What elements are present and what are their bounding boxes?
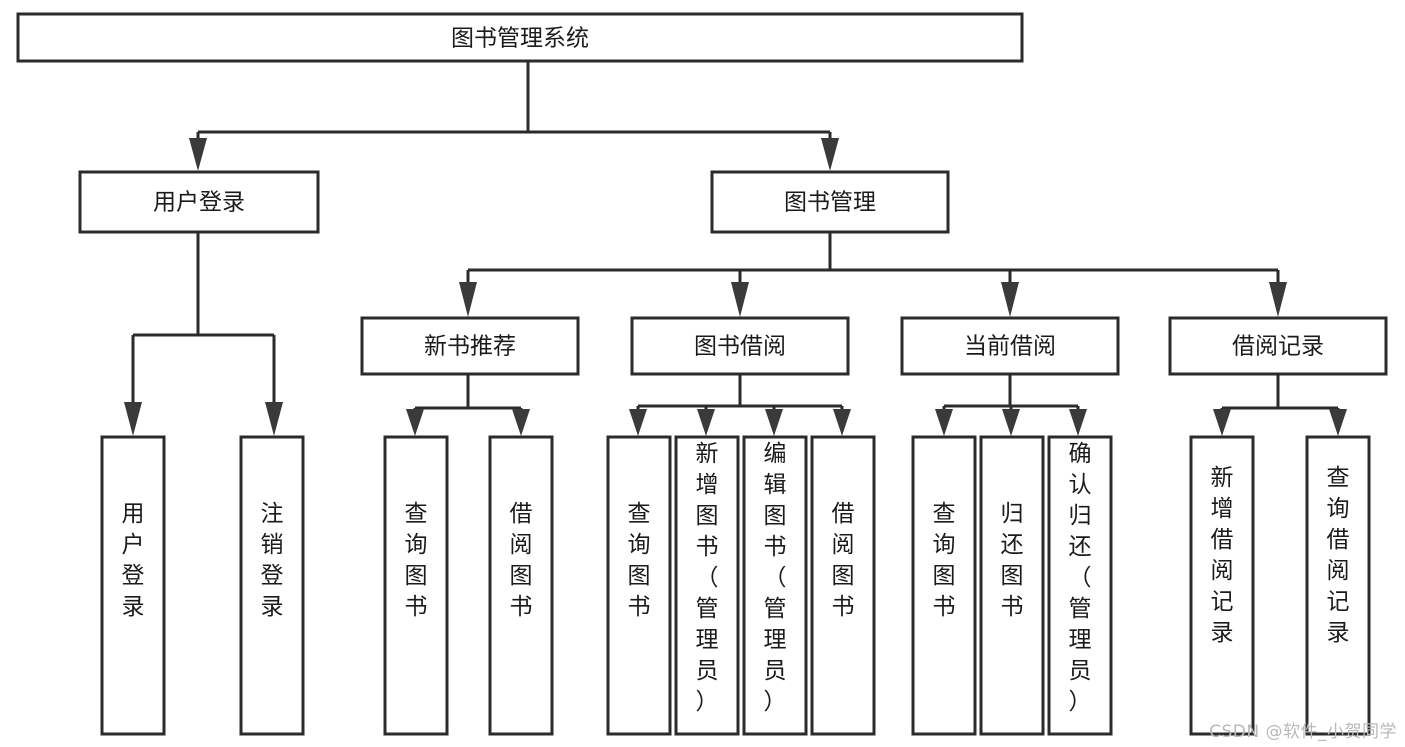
arrow-to-user-login (189, 138, 207, 171)
arrow-to-leaf-query-record (1329, 409, 1347, 436)
node-leaf-query-book-2[interactable]: 查询图书 (606, 435, 672, 736)
node-current-borrow[interactable]: 当前借阅 (900, 316, 1120, 376)
node-leaf-query-book-1-label: 查询图书 (405, 501, 428, 620)
node-leaf-return-book-label: 归还图书 (1001, 501, 1024, 620)
node-leaf-query-book-2-box[interactable] (606, 435, 672, 736)
node-new-book-recommend-box[interactable] (360, 316, 580, 376)
watermark-text: CSDN @软件_小贺同学 (1209, 722, 1397, 742)
node-leaf-logout-login-box[interactable] (239, 435, 305, 736)
node-leaf-confirm-return[interactable]: 确认归还（管理员） (1047, 435, 1113, 736)
node-leaf-query-book-1[interactable]: 查询图书 (383, 435, 449, 736)
arrow-to-leaf-add-book (697, 409, 715, 436)
edges-newbook-to-leaves (406, 374, 530, 436)
node-leaf-logout-login-label: 注销登录 (261, 501, 284, 620)
node-book-borrow-label: 图书借阅 (694, 334, 786, 360)
node-book-borrow-box[interactable] (630, 316, 850, 376)
node-borrow-record[interactable]: 借阅记录 (1168, 316, 1388, 376)
node-borrow-record-label: 借阅记录 (1232, 334, 1324, 360)
node-leaf-user-login-box[interactable] (100, 435, 166, 736)
arrow-to-borrow-record (1269, 282, 1287, 317)
node-leaf-add-book[interactable]: 新增图书（管理员） (674, 435, 740, 736)
node-root-box[interactable] (16, 12, 1024, 63)
node-leaf-query-book-2-label: 查询图书 (628, 501, 651, 620)
edges-bookborrow-to-leaves (629, 374, 851, 436)
node-book-management-label: 图书管理 (784, 190, 876, 216)
node-leaf-edit-book-label: 编辑图书（管理员） (764, 441, 787, 715)
node-root-label: 图书管理系统 (451, 26, 589, 52)
arrow-to-leaf-borrow-book-2 (833, 409, 851, 436)
arrow-to-leaf-confirm-return (1069, 409, 1087, 436)
node-leaf-borrow-book-1-box[interactable] (488, 435, 554, 736)
arrow-to-leaf-borrow-book-1 (512, 409, 530, 436)
node-user-login[interactable]: 用户登录 (78, 170, 320, 234)
node-book-borrow[interactable]: 图书借阅 (630, 316, 850, 376)
arrow-to-book-borrow (731, 282, 749, 317)
node-leaf-borrow-book-1-label: 借阅图书 (510, 501, 533, 620)
node-leaf-confirm-return-label: 确认归还（管理员） (1069, 441, 1092, 715)
node-leaf-query-book-3-box[interactable] (911, 435, 977, 736)
node-leaf-query-record-label: 查询借阅记录 (1327, 465, 1350, 646)
node-user-login-label: 用户登录 (153, 190, 245, 216)
node-book-management[interactable]: 图书管理 (710, 170, 950, 234)
node-leaf-logout-login[interactable]: 注销登录 (239, 435, 305, 736)
arrow-to-leaf-query-book-3 (935, 409, 953, 436)
node-new-book-recommend[interactable]: 新书推荐 (360, 316, 580, 376)
arrow-to-leaf-return-book (1002, 409, 1020, 436)
node-user-login-box[interactable] (78, 170, 320, 234)
arrow-to-leaf-user-login (124, 402, 142, 436)
arrow-to-new-book-recommend (459, 282, 477, 317)
node-leaf-user-login-label: 用户登录 (122, 501, 145, 620)
node-leaf-borrow-book-2-label: 借阅图书 (832, 501, 855, 620)
arrow-to-leaf-logout-login (265, 402, 283, 436)
node-leaf-edit-book-box[interactable] (742, 435, 808, 736)
node-leaf-borrow-book-2-box[interactable] (810, 435, 876, 736)
node-leaf-query-book-1-box[interactable] (383, 435, 449, 736)
node-leaf-add-book-box[interactable] (674, 435, 740, 736)
arrow-to-leaf-add-record (1213, 409, 1231, 436)
node-leaf-add-record-box[interactable] (1189, 435, 1255, 736)
edges-bookmanagement-to-level3 (459, 232, 1287, 317)
edges-currentborrow-to-leaves (935, 374, 1087, 436)
arrow-to-leaf-edit-book (765, 409, 783, 436)
arrow-to-leaf-query-book-1 (406, 409, 424, 436)
node-leaf-add-record[interactable]: 新增借阅记录 (1189, 435, 1255, 736)
node-leaf-user-login[interactable]: 用户登录 (100, 435, 166, 736)
node-leaf-return-book-box[interactable] (979, 435, 1045, 736)
node-borrow-record-box[interactable] (1168, 316, 1388, 376)
node-leaf-borrow-book-2[interactable]: 借阅图书 (810, 435, 876, 736)
node-root[interactable]: 图书管理系统 (16, 12, 1024, 63)
edges-borrowrecord-to-leaves (1213, 374, 1347, 436)
node-leaf-return-book[interactable]: 归还图书 (979, 435, 1045, 736)
edges-user-login-to-leaves (124, 232, 283, 436)
node-leaf-borrow-book-1[interactable]: 借阅图书 (488, 435, 554, 736)
node-leaf-add-book-label: 新增图书（管理员） (696, 441, 719, 715)
node-leaf-query-record-box[interactable] (1305, 435, 1371, 736)
arrow-to-current-borrow (1001, 282, 1019, 317)
edges-root-to-level2 (189, 60, 839, 171)
node-new-book-recommend-label: 新书推荐 (424, 334, 516, 360)
node-leaf-confirm-return-box[interactable] (1047, 435, 1113, 736)
node-current-borrow-label: 当前借阅 (964, 334, 1056, 360)
node-leaf-edit-book[interactable]: 编辑图书（管理员） (742, 435, 808, 736)
node-leaf-query-book-3[interactable]: 查询图书 (911, 435, 977, 736)
node-leaf-query-book-3-label: 查询图书 (933, 501, 956, 620)
arrow-to-book-management (821, 138, 839, 171)
node-current-borrow-box[interactable] (900, 316, 1120, 376)
node-book-management-box[interactable] (710, 170, 950, 234)
node-leaf-add-record-label: 新增借阅记录 (1211, 465, 1234, 646)
node-leaf-query-record[interactable]: 查询借阅记录 (1305, 435, 1371, 736)
arrow-to-leaf-query-book-2 (629, 409, 647, 436)
